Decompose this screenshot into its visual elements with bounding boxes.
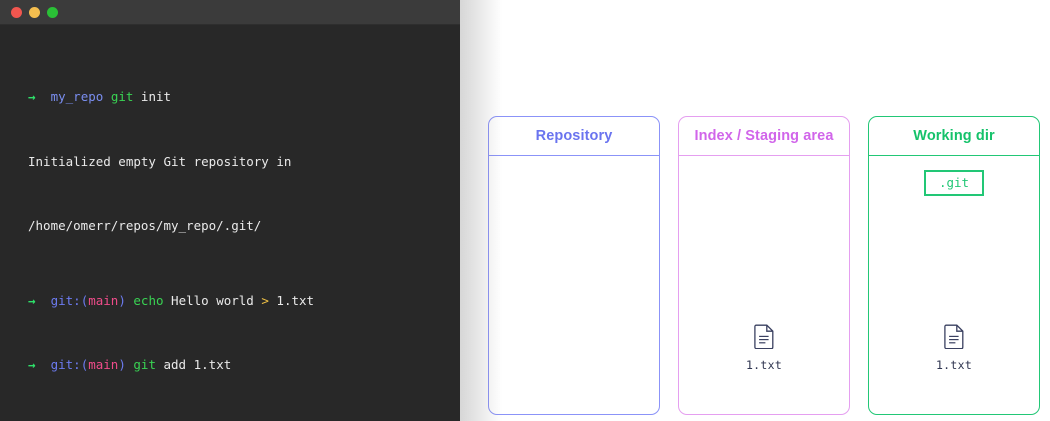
terminal-token: →	[28, 357, 36, 372]
close-icon[interactable]	[11, 6, 22, 18]
panel-working-dir-body: .git 1.txt	[869, 156, 1039, 414]
terminal-titlebar[interactable]	[0, 0, 460, 25]
terminal-line-1: → my_repo git init	[28, 86, 446, 108]
terminal-token: →	[28, 292, 36, 308]
terminal-line-4: → git:(main) echo Hello world > 1.txt	[28, 290, 446, 312]
git-folder-chip[interactable]: .git	[923, 170, 985, 196]
terminal-token: )	[118, 357, 126, 372]
git-areas-diagram: Repository Index / Staging area	[488, 116, 1041, 415]
panel-repository-body	[489, 156, 659, 414]
terminal-token: Hello world	[163, 292, 262, 308]
terminal-line-3: /home/omerr/repos/my_repo/.git/	[28, 215, 446, 237]
terminal-token: add 1.txt	[155, 357, 232, 372]
terminal-token	[103, 89, 111, 104]
maximize-icon[interactable]	[47, 6, 58, 18]
terminal-token	[36, 89, 51, 104]
panel-repository: Repository	[488, 116, 660, 415]
terminal-output[interactable]: → my_repo git init Initialized empty Git…	[0, 25, 460, 419]
terminal-window: → my_repo git init Initialized empty Git…	[0, 0, 460, 421]
terminal-line-5: → git:(main) git add 1.txt	[28, 354, 446, 376]
terminal-token: (	[80, 292, 89, 308]
file-item[interactable]: 1.txt	[679, 324, 849, 372]
file-icon	[753, 324, 775, 354]
file-item[interactable]: 1.txt	[869, 324, 1039, 372]
terminal-line-2: Initialized empty Git repository in	[28, 151, 446, 173]
panel-working-dir: Working dir .git 1.txt	[868, 116, 1040, 415]
panel-index: Index / Staging area 1.txt	[678, 116, 850, 415]
panel-repository-title: Repository	[489, 117, 659, 156]
terminal-token: 1.txt	[268, 292, 315, 308]
terminal-token: my_repo	[50, 89, 104, 104]
terminal-token: git	[110, 89, 134, 104]
panel-index-title: Index / Staging area	[679, 117, 849, 156]
minimize-icon[interactable]	[29, 6, 40, 18]
terminal-token: /home/omerr/repos/my_repo/.git/	[28, 218, 262, 233]
terminal-token: git:	[50, 357, 81, 372]
terminal-token: (	[80, 357, 89, 372]
file-label: 1.txt	[745, 358, 783, 372]
terminal-token: init	[133, 89, 172, 104]
terminal-token	[36, 357, 51, 372]
terminal-token: >	[261, 292, 269, 308]
terminal-token: git	[133, 357, 156, 372]
file-icon	[943, 324, 965, 354]
terminal-token: )	[118, 292, 126, 308]
terminal-token: →	[28, 89, 36, 104]
terminal-token: git:	[50, 292, 81, 308]
file-label: 1.txt	[935, 358, 973, 372]
terminal-token: main	[88, 357, 119, 372]
terminal-token: main	[88, 292, 119, 308]
panel-index-body: 1.txt	[679, 156, 849, 414]
terminal-token: Initialized empty Git repository in	[28, 153, 292, 169]
terminal-token	[36, 293, 51, 308]
panel-working-dir-title: Working dir	[869, 117, 1039, 156]
terminal-token: echo	[133, 292, 164, 308]
